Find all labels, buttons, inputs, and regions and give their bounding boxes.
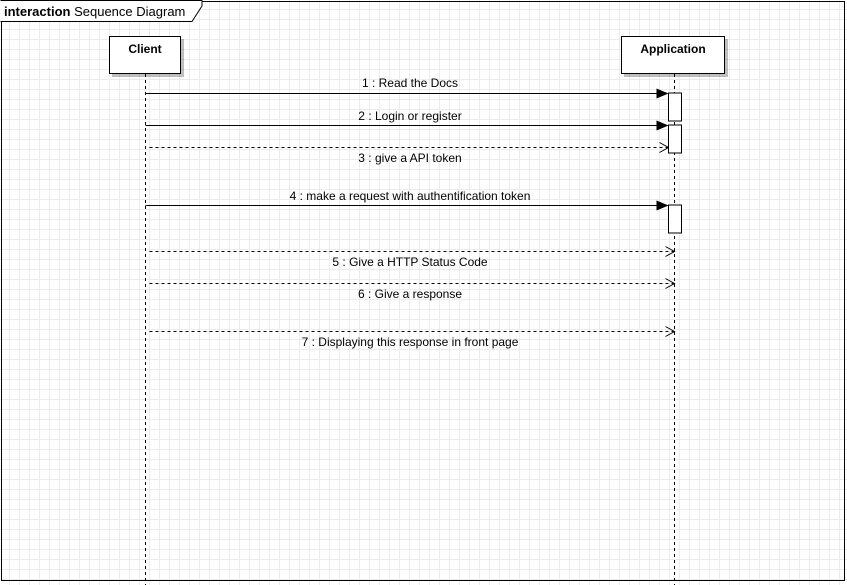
messages-layer — [145, 88, 675, 332]
participant-application[interactable]: Application — [621, 36, 725, 74]
frame-title: Sequence Diagram — [74, 4, 186, 19]
message-label-1: 1 : Read the Docs — [361, 76, 459, 90]
message-label-5: 5 : Give a HTTP Status Code — [332, 255, 488, 269]
participant-client-name: Client — [128, 42, 162, 56]
frame-label: interaction Sequence Diagram — [4, 4, 185, 19]
message-label-3: 3 : give a API token — [358, 151, 462, 165]
message-label-6: 6 : Give a response — [357, 287, 463, 301]
activations-layer — [668, 92, 682, 234]
message-label-7: 7 : Displaying this response in front pa… — [301, 335, 519, 349]
message-label-2: 2 : Login or register — [358, 109, 462, 123]
participant-client[interactable]: Client — [109, 36, 181, 74]
activation-bar-1[interactable] — [668, 92, 682, 122]
participant-application-name: Application — [640, 42, 706, 56]
activation-bar-2[interactable] — [668, 124, 682, 154]
activation-bar-3[interactable] — [668, 204, 682, 234]
frame-tab — [0, 0, 203, 22]
message-label-4: 4 : make a request with authentification… — [289, 189, 531, 203]
frame-keyword: interaction — [4, 4, 71, 19]
